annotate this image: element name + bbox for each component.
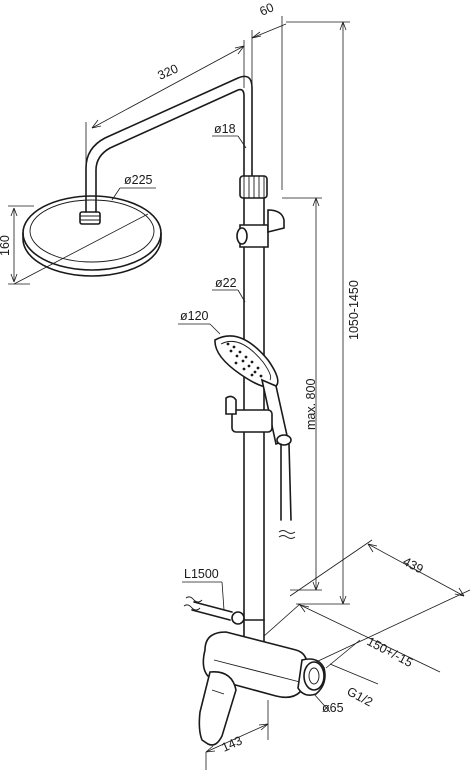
dimension-head-height: 160 [0, 205, 149, 285]
dimension-total-height: 1050-1450 [286, 21, 361, 605]
hand-shower-slider [225, 395, 292, 446]
dimension-hose-length: L1500 [182, 567, 225, 611]
shower-arm [85, 75, 253, 213]
label-connection-thread: G1/2 [345, 684, 376, 709]
dimension-escutcheon-diameter: ø65 [313, 693, 344, 715]
overhead-shower-head [22, 195, 162, 277]
dimension-top-offset: 60 [251, 0, 287, 190]
dimension-arm-diameter: ø18 [212, 122, 247, 149]
label-escutcheon-diameter: ø65 [322, 701, 344, 715]
label-pipe-diameter: ø22 [215, 276, 237, 290]
label-hose-length: L1500 [184, 567, 219, 581]
label-total-height: 1050-1450 [347, 280, 361, 340]
mixer-lever [198, 671, 237, 746]
dimension-slider-range: max. 800 [282, 197, 322, 591]
hand-shower [214, 335, 289, 446]
hose-outlet [183, 596, 245, 625]
dimension-pipe-diameter: ø22 [212, 276, 246, 303]
dimension-hand-shower-diameter: ø120 [178, 309, 221, 335]
shower-hose [278, 443, 296, 539]
label-center-distance: 150+/-15 [365, 634, 415, 670]
hand-shower-nozzles [226, 342, 263, 378]
label-top-offset: 60 [258, 0, 276, 18]
label-arm-length: 320 [156, 61, 181, 82]
label-arm-diameter: ø18 [214, 122, 236, 136]
wall-bracket-upper [236, 209, 285, 248]
riser-pipe [243, 197, 265, 621]
dimension-head-diameter: ø225 [111, 173, 156, 201]
label-slider-range: max. 800 [304, 379, 318, 430]
label-hand-shower-diameter: ø120 [180, 309, 209, 323]
label-head-diameter: ø225 [124, 173, 153, 187]
label-head-height: 160 [0, 235, 12, 256]
arm-pipe-connector [239, 175, 268, 199]
